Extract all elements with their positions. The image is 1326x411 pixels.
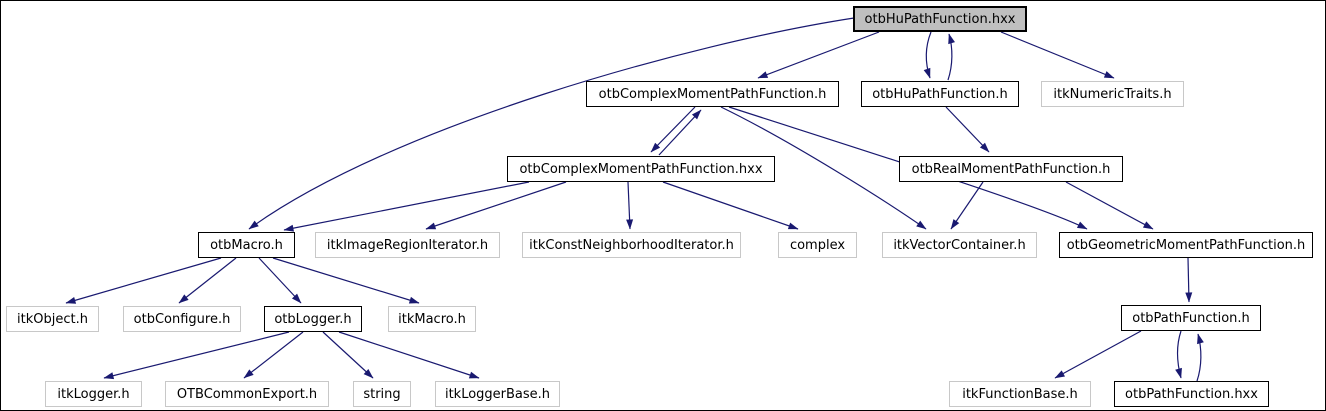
edge-otblogger-to-otbcommonexport <box>243 331 304 379</box>
edge-huhxx-to-numerictraits <box>1000 31 1115 79</box>
edge-otblogger-to-itkloggerbase <box>338 331 480 379</box>
graph-node-otbcommonexport: OTBCommonExport.h <box>165 381 329 407</box>
graph-node-itkobject: itkObject.h <box>6 306 99 332</box>
graph-node-realmoment[interactable]: otbRealMomentPathFunction.h <box>899 156 1123 182</box>
graph-node-otbmacro[interactable]: otbMacro.h <box>198 232 295 258</box>
edge-geometric-to-pathfunctionh <box>1185 257 1193 303</box>
edge-realmoment-to-vectorcontainer <box>950 181 984 230</box>
graph-node-huhxx: otbHuPathFunction.hxx <box>853 6 1027 32</box>
graph-node-numerictraits: itkNumericTraits.h <box>1041 81 1184 107</box>
edge-complexh-to-complexhxx <box>650 106 696 153</box>
edge-complexhxx-to-constneigh <box>626 181 634 230</box>
edge-otbmacro-to-otblogger <box>258 257 302 304</box>
graph-node-imageregion: itkImageRegionIterator.h <box>315 232 500 258</box>
graph-node-geometric[interactable]: otbGeometricMomentPathFunction.h <box>1059 232 1313 258</box>
graph-node-itklogger: itkLogger.h <box>45 381 142 407</box>
graph-node-vectorcontainer: itkVectorContainer.h <box>882 232 1037 258</box>
graph-node-otbconfigure: otbConfigure.h <box>123 306 241 332</box>
edge-complexhxx-to-complex <box>662 181 799 230</box>
edge-complexhxx-to-otbmacro <box>283 181 530 232</box>
edge-pathfunctionh-to-pathfunctionhxx <box>1175 330 1182 379</box>
edge-pathfunctionh-to-itkfunctionbase <box>1054 330 1142 379</box>
graph-node-complexhxx[interactable]: otbComplexMomentPathFunction.hxx <box>507 156 775 182</box>
edge-pathfunctionhxx-to-pathfunctionh <box>1196 333 1204 382</box>
graph-node-itkmacro: itkMacro.h <box>388 306 476 332</box>
graph-node-huh[interactable]: otbHuPathFunction.h <box>861 81 1019 107</box>
edge-otbmacro-to-itkmacro <box>272 257 420 304</box>
graph-node-string: string <box>353 381 411 407</box>
edge-complexhxx-to-complexh <box>658 109 702 156</box>
graph-node-constneigh: itkConstNeighborhoodIterator.h <box>522 232 741 258</box>
edge-otbmacro-to-otbconfigure <box>178 257 237 304</box>
edge-huh-to-huhxx <box>947 33 955 81</box>
graph-node-pathfunctionh[interactable]: otbPathFunction.h <box>1121 305 1261 331</box>
edge-otblogger-to-itklogger <box>103 331 290 380</box>
edge-huh-to-realmoment <box>945 106 990 153</box>
graph-node-complex: complex <box>778 232 857 258</box>
graph-node-otblogger[interactable]: otbLogger.h <box>264 306 362 332</box>
edge-huhxx-to-otbmacro <box>248 17 855 230</box>
graph-node-pathfunctionhxx[interactable]: otbPathFunction.hxx <box>1114 381 1269 407</box>
edge-otbmacro-to-itkobject <box>65 257 222 304</box>
edge-otblogger-to-string <box>322 331 374 379</box>
edge-complexh-to-vectorcontainer <box>720 106 927 230</box>
graph-node-itkfunctionbase: itkFunctionBase.h <box>949 381 1091 407</box>
edge-huhxx-to-complexh <box>757 31 880 79</box>
graph-node-itkloggerbase: itkLoggerBase.h <box>435 381 560 407</box>
graph-node-complexh[interactable]: otbComplexMomentPathFunction.h <box>586 81 839 107</box>
edge-complexhxx-to-imageregion <box>425 181 567 230</box>
edge-realmoment-to-geometric <box>1065 181 1154 230</box>
edge-huhxx-to-huh <box>923 31 932 79</box>
